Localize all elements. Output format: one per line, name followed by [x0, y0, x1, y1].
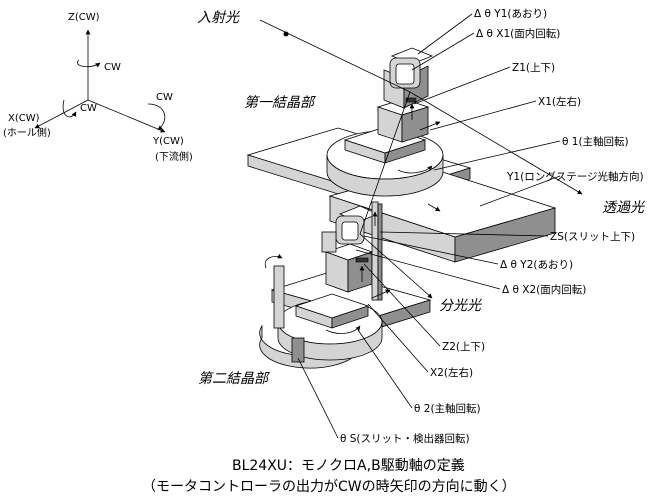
cw-x-rotation-arrow — [62, 99, 77, 118]
y1-label: Y1(ロングステージ光軸方向) — [506, 170, 644, 183]
leader-lines — [297, 13, 561, 439]
x-axis-label: X(CW) — [8, 113, 40, 124]
theta2-label: θ 2(主軸回転) — [414, 402, 481, 415]
x2-label: X2(左右) — [430, 366, 473, 379]
zs-label: ZS(スリット上下) — [550, 231, 635, 243]
cw-y-rotation-arrow — [147, 103, 166, 131]
z2-label: Z2(上下) — [442, 341, 485, 353]
incident-beam-label: 入射光 — [197, 10, 240, 26]
theta-s-label: θ S(スリット・検出器回転) — [340, 432, 470, 445]
cw-z-rotation-arrow — [77, 59, 101, 68]
y-axis-arrow — [87, 99, 166, 133]
delta-theta-x2-label: Δ θ X2(面内回転) — [502, 283, 586, 296]
y-axis-sublabel: (下流側) — [155, 150, 193, 163]
cw-y-label: CW — [156, 92, 173, 103]
beam-lines — [259, 19, 583, 299]
caption-title: BL24XU：モノクロA,B駆動軸の定義 — [232, 457, 465, 474]
x1-label: X1(左右) — [538, 95, 581, 108]
x-axis-sublabel: (ホール側) — [3, 126, 51, 139]
delta-theta-y2-label: Δ θ Y2(あおり) — [500, 259, 573, 271]
delta-theta-x1-label: Δ θ X1(面内回転) — [476, 27, 560, 40]
reflected-beam — [359, 91, 411, 235]
second-crystal-label: 第二結晶部 — [198, 371, 270, 387]
transmitted-beam — [409, 91, 583, 195]
transmitted-beam-label: 透過光 — [602, 200, 645, 216]
first-crystal-stage — [326, 47, 444, 212]
delta-theta-y1-label: Δ θ Y1(あおり) — [474, 8, 547, 20]
cw-z-label: CW — [104, 62, 121, 73]
x-axis-arrow — [34, 99, 89, 129]
second-crystal-stage — [259, 201, 391, 369]
first-crystal-label: 第一結晶部 — [244, 95, 316, 111]
diffracted-beam-label: 分光光 — [439, 298, 482, 314]
z-axis-label: Z(CW) — [68, 12, 100, 23]
cw-x-label: CW — [80, 103, 97, 114]
y-axis-label: Y(CW) — [152, 136, 184, 147]
diffracted-beam — [359, 233, 433, 299]
theta1-label: θ 1(主軸回転) — [562, 135, 629, 148]
incident-beam — [259, 19, 411, 93]
caption-note: （モータコントローラの出力がCWの時矢印の方向に動く） — [142, 479, 516, 495]
z1-label: Z1(上下) — [512, 62, 555, 74]
coordinate-axes: Z(CW) CW X(CW) (ホール側) CW CW Y(CW) (下流側) — [3, 12, 193, 163]
